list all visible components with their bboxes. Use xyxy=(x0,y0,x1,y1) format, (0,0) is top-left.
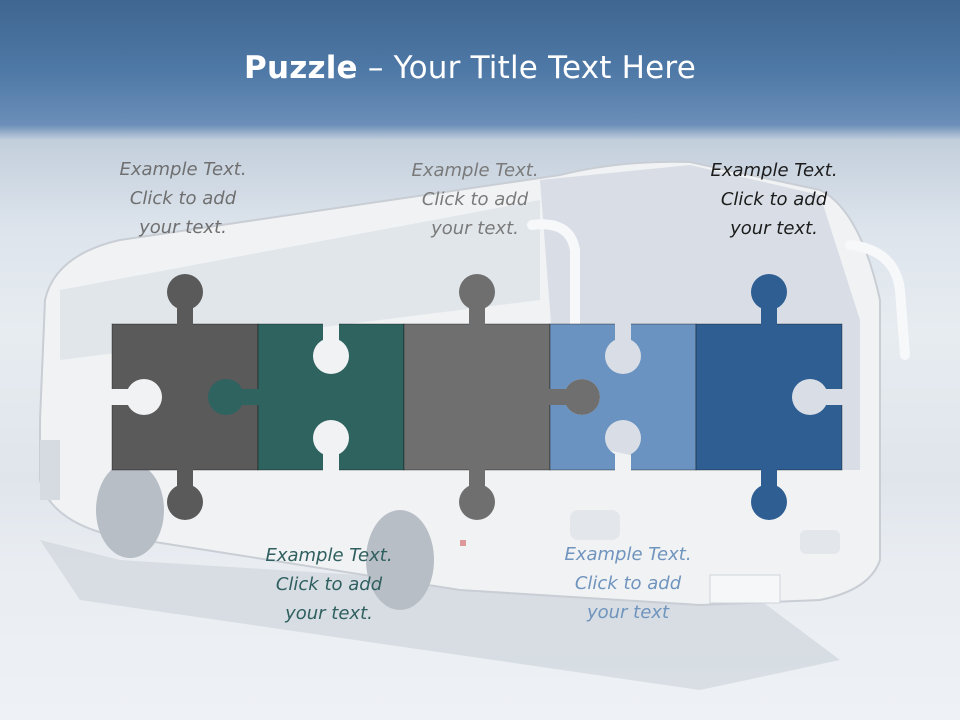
caption-3-line-3: your text. xyxy=(431,218,519,239)
caption-5-line-2: Click to add xyxy=(720,189,828,210)
piece-5-tab-b xyxy=(751,469,787,520)
caption-4-line-2: Click to add xyxy=(574,573,682,594)
caption-1-line-1: Example Text. xyxy=(119,159,247,180)
piece-3[interactable] xyxy=(403,323,551,471)
piece-2[interactable] xyxy=(257,323,405,471)
caption-3-line-2: Click to add xyxy=(421,189,529,210)
caption-2-line-2: Click to add xyxy=(275,574,383,595)
piece-2-tab-l xyxy=(208,379,259,415)
caption-2[interactable]: Example Text. Click to add your text. xyxy=(244,541,414,628)
caption-1[interactable]: Example Text. Click to add your text. xyxy=(98,155,268,242)
caption-5-line-1: Example Text. xyxy=(710,160,838,181)
piece-2-group xyxy=(208,323,405,471)
caption-4-line-1: Example Text. xyxy=(564,544,692,565)
piece-4[interactable] xyxy=(549,323,697,471)
caption-3-line-1: Example Text. xyxy=(411,160,539,181)
caption-1-line-2: Click to add xyxy=(129,188,237,209)
caption-4-line-3: your text xyxy=(586,602,670,623)
caption-5-line-3: your text. xyxy=(730,218,818,239)
piece-5-tab-t xyxy=(751,274,787,325)
piece-4-group xyxy=(549,323,697,471)
piece-1-tab-t xyxy=(167,274,203,325)
caption-2-line-1: Example Text. xyxy=(265,545,393,566)
caption-5[interactable]: Example Text. Click to add your text. xyxy=(689,156,859,243)
caption-1-line-3: your text. xyxy=(139,217,227,238)
piece-3-tab-t xyxy=(459,274,495,325)
piece-3-tab-b xyxy=(459,469,495,520)
slide-title[interactable]: Puzzle – Your Title Text Here xyxy=(244,50,696,86)
piece-5-group xyxy=(695,274,843,520)
caption-3[interactable]: Example Text. Click to add your text. xyxy=(390,156,560,243)
piece-1-tab-b xyxy=(167,469,203,520)
caption-2-line-3: your text. xyxy=(285,603,373,624)
piece-5[interactable] xyxy=(695,323,843,471)
caption-4[interactable]: Example Text. Click to add your text xyxy=(543,540,713,627)
